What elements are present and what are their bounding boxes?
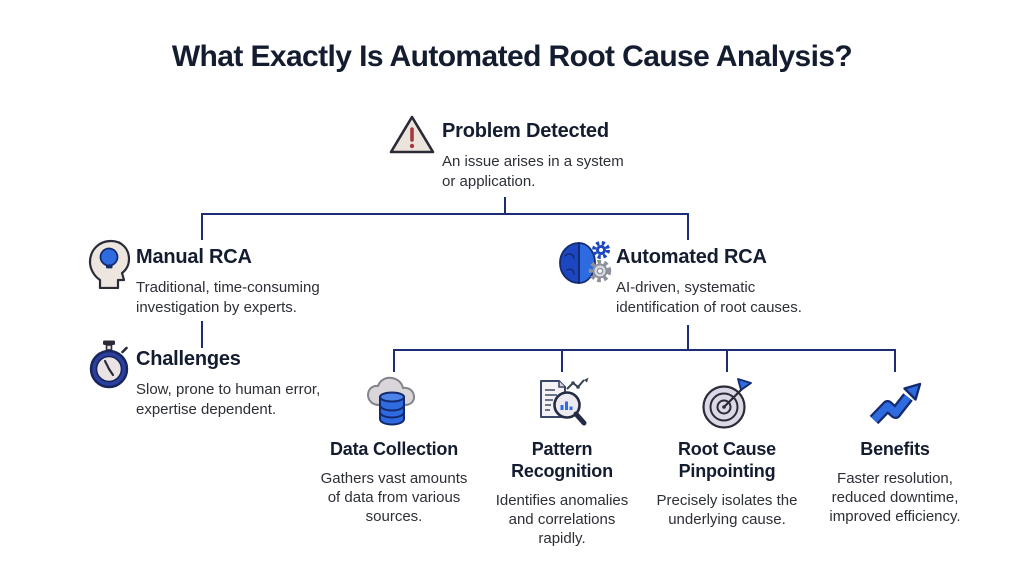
problem-description: An issue arises in a system or applicati… (442, 153, 624, 190)
problem-heading: Problem Detected (442, 120, 609, 142)
step-benefits: Benefits Faster resolution, reduced down… (805, 374, 985, 526)
page-title: What Exactly Is Automated Root Cause Ana… (171, 40, 853, 73)
automated-rca-node: Automated RCA AI-driven, systematic iden… (616, 246, 831, 317)
challenges-description: Slow, prone to human error, expertise de… (136, 381, 321, 418)
step-heading: Root Cause Pinpointing (677, 439, 776, 481)
step-root-cause-pinpointing: Root Cause Pinpointing Precisely isolate… (637, 374, 817, 529)
step-description: Gathers vast amounts of data from variou… (320, 469, 468, 526)
stopwatch-icon (84, 339, 134, 391)
step-description: Precisely isolates the underlying cause. (656, 491, 798, 528)
step-pattern-recognition: Pattern Recognition Identifies anomalies… (472, 374, 652, 548)
head-lightbulb-icon (84, 237, 134, 289)
cloud-database-icon (365, 374, 423, 432)
problem-node: Problem Detected An issue arises in a sy… (442, 120, 637, 191)
challenges-node: Challenges Slow, prone to human error, e… (136, 348, 346, 419)
trend-arrow-icon (867, 374, 923, 432)
step-heading: Benefits (860, 439, 930, 459)
challenges-heading: Challenges (136, 348, 241, 370)
automated-rca-description: AI-driven, systematic identification of … (616, 279, 802, 316)
step-heading: Data Collection (329, 439, 459, 459)
step-data-collection: Data Collection Gathers vast amounts of … (304, 374, 484, 526)
manual-rca-node: Manual RCA Traditional, time-consuming i… (136, 246, 336, 317)
automated-rca-heading: Automated RCA (616, 246, 767, 268)
warning-triangle-icon (388, 113, 436, 157)
document-magnifier-icon (533, 374, 591, 432)
manual-rca-description: Traditional, time-consuming investigatio… (136, 279, 320, 316)
brain-gears-icon (555, 238, 613, 290)
step-heading: Pattern Recognition (511, 439, 613, 481)
target-dart-icon (698, 374, 756, 432)
manual-rca-heading: Manual RCA (136, 246, 252, 268)
step-description: Identifies anomalies and correlations ra… (495, 491, 629, 547)
step-description: Faster resolution, reduced downtime, imp… (829, 469, 961, 526)
